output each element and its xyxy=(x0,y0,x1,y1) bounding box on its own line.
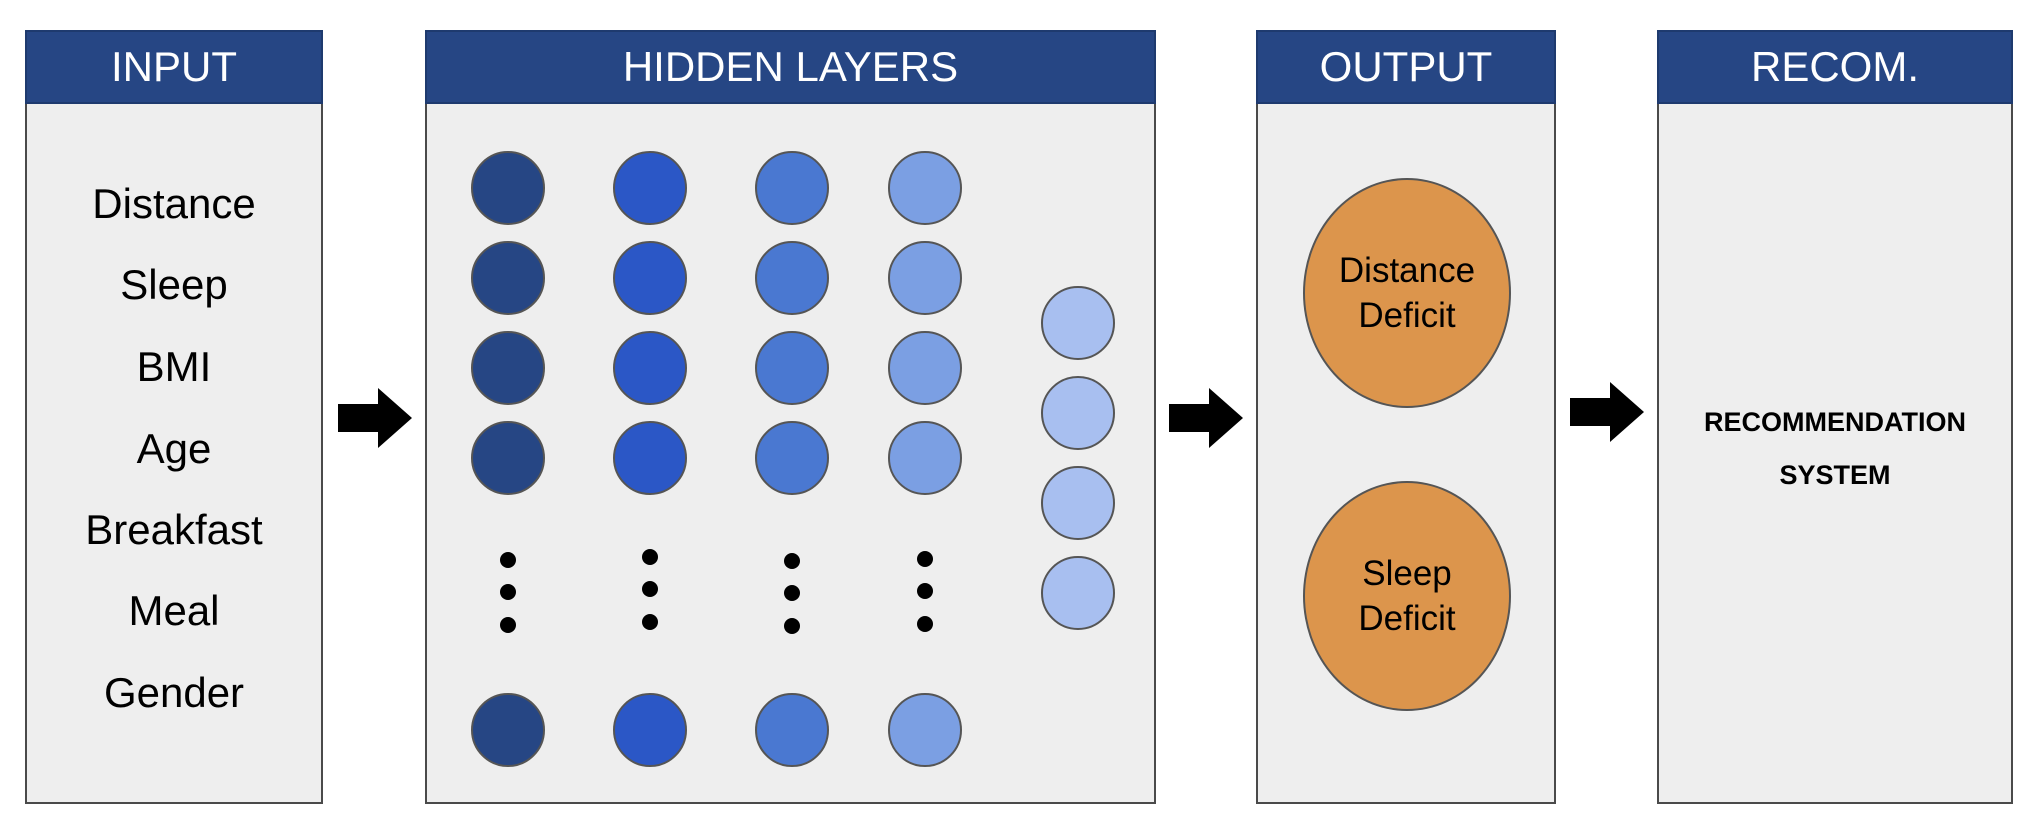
hidden-neuron xyxy=(1041,376,1115,450)
ellipsis-dot xyxy=(500,584,516,600)
arrow-right-icon xyxy=(1169,388,1243,448)
output-node-label: Deficit xyxy=(1358,599,1456,638)
arrow-right-icon xyxy=(338,388,412,448)
hidden-neuron xyxy=(613,693,687,767)
hidden-neuron xyxy=(471,331,545,405)
input-item-meal: Meal xyxy=(128,587,220,634)
hidden-neuron xyxy=(888,331,962,405)
ellipsis-dot xyxy=(784,553,800,569)
input-item-age: Age xyxy=(136,425,212,472)
ellipsis-dot xyxy=(784,618,800,634)
hidden-neuron xyxy=(888,241,962,315)
output-panel-header: OUTPUT xyxy=(1256,30,1556,104)
ellipsis-dot xyxy=(642,549,658,565)
hidden-neuron xyxy=(888,151,962,225)
arrow-right-icon xyxy=(1570,382,1644,442)
input-item-breakfast: Breakfast xyxy=(85,506,263,553)
hidden-neuron xyxy=(755,693,829,767)
ellipsis-dot xyxy=(500,552,516,568)
ellipsis-dot xyxy=(917,583,933,599)
hidden-layers-network xyxy=(471,151,1115,767)
ellipsis-dot xyxy=(500,617,516,633)
ellipsis-dot xyxy=(784,585,800,601)
ellipsis-dot xyxy=(917,616,933,632)
hidden-neuron xyxy=(1041,556,1115,630)
input-item-distance: Distance xyxy=(92,180,256,227)
output-node-label: Deficit xyxy=(1358,296,1456,335)
hidden-neuron xyxy=(755,151,829,225)
hidden-neuron xyxy=(613,151,687,225)
recommendation-panel-header: RECOM. xyxy=(1657,30,2013,104)
hidden-neuron xyxy=(755,421,829,495)
ellipsis-dot xyxy=(642,614,658,630)
hidden-neuron xyxy=(888,421,962,495)
hidden-neuron xyxy=(613,421,687,495)
hidden-neuron xyxy=(613,241,687,315)
recommendation-panel: RECOM. RECOMMENDATION SYSTEM xyxy=(1657,30,2013,804)
input-panel: INPUT Distance Sleep BMI Age Breakfast M… xyxy=(25,30,323,804)
input-item-gender: Gender xyxy=(103,669,245,716)
hidden-neuron xyxy=(1041,286,1115,360)
ellipsis-dot xyxy=(642,581,658,597)
ellipsis-dot xyxy=(917,551,933,567)
hidden-neuron xyxy=(471,241,545,315)
input-item-bmi: BMI xyxy=(136,343,212,390)
hidden-neuron xyxy=(755,331,829,405)
recommendation-system-label: RECOMMENDATION SYSTEM xyxy=(1659,396,2011,502)
hidden-layers-panel-header: HIDDEN LAYERS xyxy=(425,30,1156,104)
recommendation-label-line: SYSTEM xyxy=(1779,460,1891,490)
hidden-neuron xyxy=(471,421,545,495)
hidden-neuron xyxy=(755,241,829,315)
input-panel-header: INPUT xyxy=(25,30,323,104)
hidden-neuron xyxy=(471,693,545,767)
output-node-label: Sleep xyxy=(1362,553,1452,593)
hidden-neuron xyxy=(1041,466,1115,540)
hidden-neuron xyxy=(613,331,687,405)
input-item-sleep: Sleep xyxy=(120,261,228,308)
hidden-neuron xyxy=(471,151,545,225)
recommendation-label-line: RECOMMENDATION xyxy=(1704,407,1966,437)
hidden-neuron xyxy=(888,693,962,767)
output-node-label: Distance xyxy=(1338,250,1476,290)
